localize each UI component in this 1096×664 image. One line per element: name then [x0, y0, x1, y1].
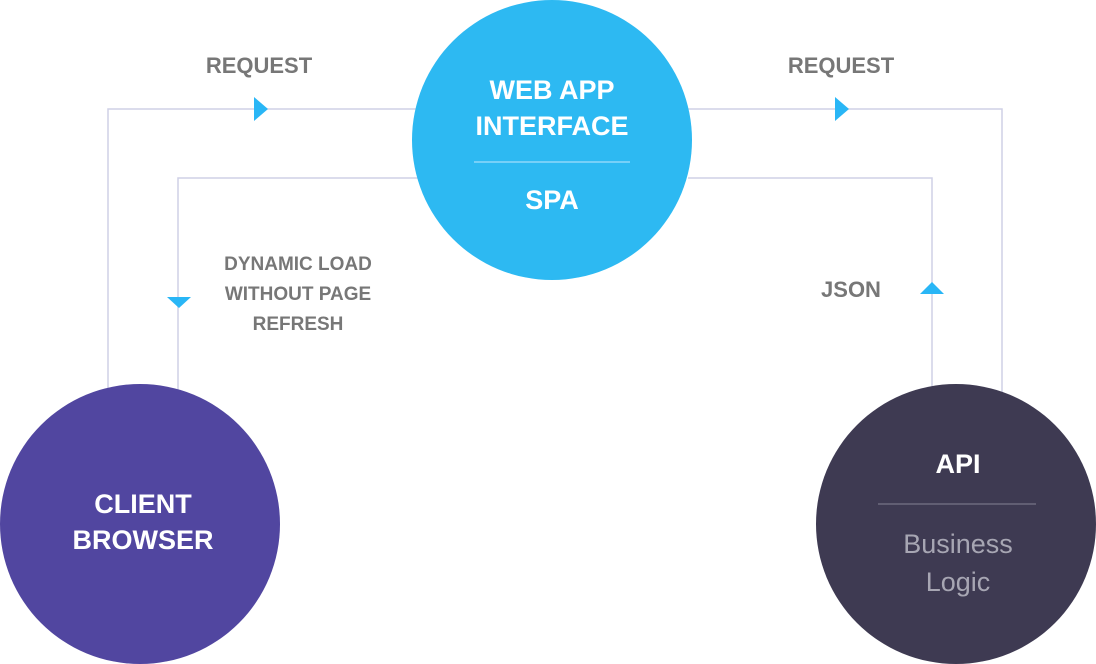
request-left-label: REQUEST — [206, 53, 313, 78]
webapp-to-client-dynamic-load-line — [177, 177, 418, 392]
web-app-title-line-1: WEB APP — [489, 75, 614, 105]
client-to-webapp-request-line — [107, 108, 420, 392]
client-browser-title-line-2: BROWSER — [73, 525, 214, 555]
api-to-webapp-json-line — [688, 177, 933, 392]
client-browser-title-line-1: CLIENT — [94, 489, 192, 519]
web-app-subtitle: SPA — [525, 185, 579, 215]
api-subtitle-line-2: Logic — [926, 567, 991, 597]
client-browser-node: CLIENT BROWSER — [0, 384, 280, 664]
webapp-to-api-request-line — [688, 108, 1003, 392]
web-app-node: WEB APP INTERFACE SPA — [412, 0, 692, 280]
json-label: JSON — [821, 277, 881, 302]
client-browser-node-circle — [0, 384, 280, 664]
dynamic-load-label-line-2: WITHOUT PAGE — [225, 284, 371, 305]
api-subtitle-line-1: Business — [903, 529, 1013, 559]
arrow-dynamic-load-icon — [167, 297, 191, 308]
api-node-circle — [816, 384, 1096, 664]
request-right-label: REQUEST — [788, 53, 895, 78]
api-title: API — [935, 449, 980, 479]
api-node: API Business Logic — [816, 384, 1096, 664]
web-app-title-line-2: INTERFACE — [475, 111, 628, 141]
arrow-request-right-icon — [835, 97, 849, 121]
arrow-json-icon — [920, 282, 944, 294]
dynamic-load-label-line-3: REFRESH — [253, 314, 344, 335]
web-app-node-circle — [412, 0, 692, 280]
arrow-request-left-icon — [254, 97, 268, 121]
dynamic-load-label-line-1: DYNAMIC LOAD — [224, 254, 372, 275]
